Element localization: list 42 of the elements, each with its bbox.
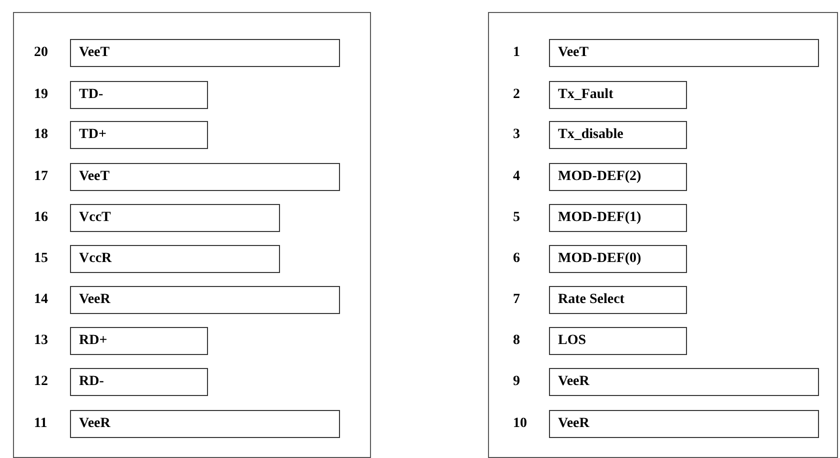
pin-label: VeeT — [70, 39, 340, 67]
pin-label: Tx_disable — [549, 121, 687, 149]
pin-number: 2 — [513, 86, 520, 104]
pin-number: 12 — [34, 373, 48, 391]
pin-number: 9 — [513, 373, 520, 391]
pin-number: 8 — [513, 332, 520, 350]
pin-number: 7 — [513, 291, 520, 309]
pin-label: LOS — [549, 327, 687, 355]
pin-label: MOD-DEF(2) — [549, 163, 687, 191]
pin-number: 4 — [513, 168, 520, 186]
pin-label: VeeR — [549, 410, 819, 438]
pin-label: MOD-DEF(0) — [549, 245, 687, 273]
pin-number: 5 — [513, 209, 520, 227]
pin-number: 16 — [34, 209, 48, 227]
pin-number: 18 — [34, 126, 48, 144]
pin-number: 3 — [513, 126, 520, 144]
pin-number: 19 — [34, 86, 48, 104]
pin-number: 1 — [513, 44, 520, 62]
pin-number: 11 — [34, 415, 48, 433]
pin-number: 13 — [34, 332, 48, 350]
pin-label: TD+ — [70, 121, 208, 149]
pin-label: Rate Select — [549, 286, 687, 314]
pin-label: VeeT — [549, 39, 819, 67]
pin-label: VccT — [70, 204, 280, 232]
pin-number: 14 — [34, 291, 48, 309]
pin-label: TD- — [70, 81, 208, 109]
pin-label: Tx_Fault — [549, 81, 687, 109]
pin-label: RD+ — [70, 327, 208, 355]
pin-label: VccR — [70, 245, 280, 273]
pin-number: 6 — [513, 250, 520, 268]
pin-label: VeeT — [70, 163, 340, 191]
pin-label: VeeR — [70, 286, 340, 314]
pin-number: 17 — [34, 168, 48, 186]
pin-label: RD- — [70, 368, 208, 396]
pin-label: VeeR — [549, 368, 819, 396]
connector-panel — [488, 12, 838, 458]
pin-number: 20 — [34, 44, 48, 62]
pin-label: VeeR — [70, 410, 340, 438]
pin-number: 15 — [34, 250, 48, 268]
connector-panel — [13, 12, 371, 458]
pin-number: 10 — [513, 415, 527, 433]
pin-label: MOD-DEF(1) — [549, 204, 687, 232]
